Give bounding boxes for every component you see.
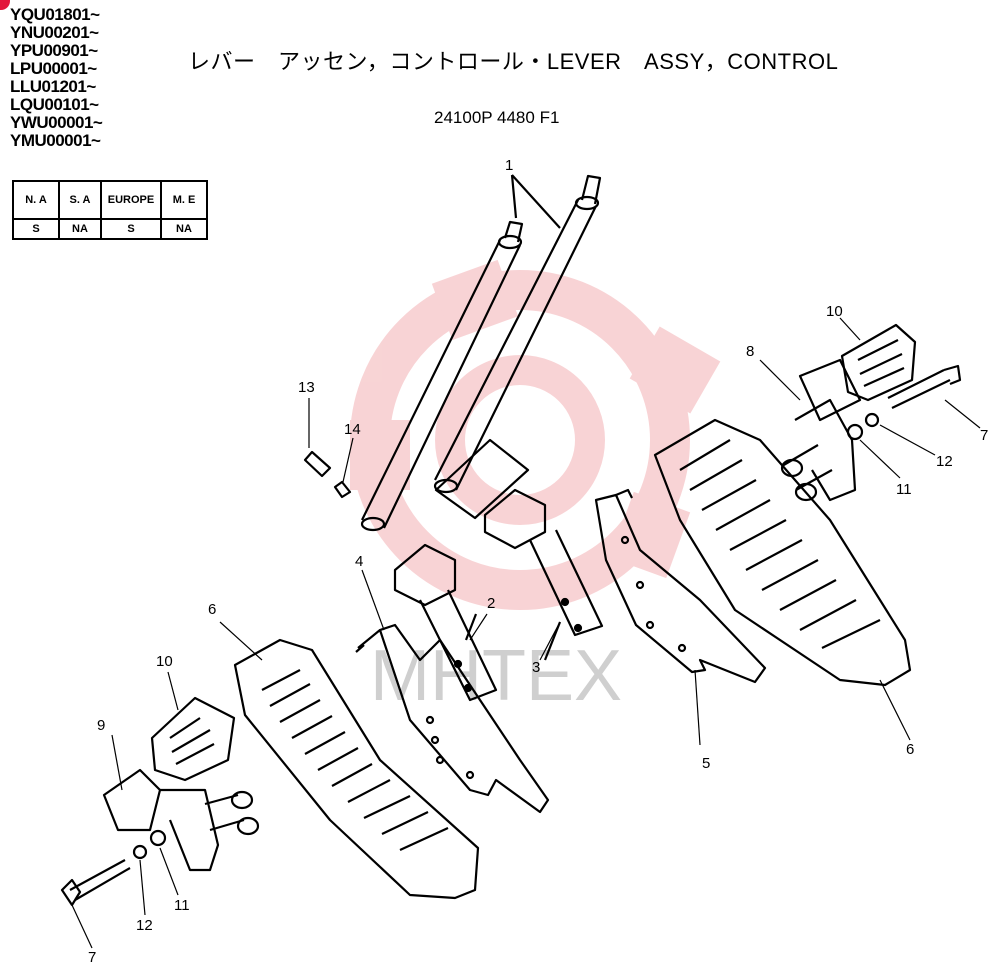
- callout-12-left: 12: [136, 917, 153, 934]
- market-header: M. E: [160, 180, 208, 220]
- watermark-logo: [350, 259, 721, 610]
- pedal-mount-right: [780, 358, 862, 502]
- market-value: S: [100, 218, 162, 240]
- market-applicability-table: N. A S. A EUROPE M. E S NA S NA: [12, 180, 208, 240]
- callout-6-left: 6: [208, 601, 216, 618]
- market-header: S. A: [58, 180, 102, 220]
- serial-number: LLU01201~: [10, 77, 96, 96]
- foot-pedal-left: [233, 638, 480, 900]
- callout-7-left: 7: [88, 949, 96, 966]
- corner-badge: [0, 0, 10, 10]
- market-header: N. A: [12, 180, 60, 220]
- washer-11-left: [149, 829, 167, 847]
- gasket-plate: [434, 438, 530, 520]
- callout-14: 14: [344, 421, 361, 438]
- callout-13: 13: [298, 379, 315, 396]
- washer-12-right: [864, 412, 880, 428]
- callout-8: 8: [746, 343, 754, 360]
- leader-lines: [71, 317, 981, 949]
- pedal-mount-left: [102, 768, 260, 872]
- pedal-bracket-5: [594, 488, 767, 684]
- washer-11-right: [846, 423, 864, 441]
- market-value: S: [12, 218, 60, 240]
- callout-12-right: 12: [936, 453, 953, 470]
- pedal-pad-left: [150, 696, 236, 782]
- callout-6-right: 6: [906, 741, 914, 758]
- serial-number: YPU00901~: [10, 41, 98, 60]
- serial-number: YMU00001~: [10, 131, 101, 150]
- lever-part-3: [483, 488, 604, 661]
- assembly-part-number: 24100P 4480 F1: [434, 108, 560, 127]
- lever-part-2: [393, 543, 498, 702]
- diagram-title: レバー アッセン，コントロール・LEVER ASSY，CONTROL: [188, 49, 839, 74]
- market-header: EUROPE: [100, 180, 162, 220]
- serial-number: YWU00001~: [10, 113, 103, 132]
- washer-12-left: [132, 844, 148, 860]
- market-value: NA: [160, 218, 208, 240]
- callout-10-left: 10: [156, 653, 173, 670]
- callout-7-right: 7: [980, 427, 988, 444]
- callout-10-right: 10: [826, 303, 843, 320]
- bolt-13: [303, 450, 332, 478]
- callout-11-left: 11: [174, 897, 190, 914]
- pedal-pad-right: [840, 323, 917, 402]
- bolt-left: [60, 859, 131, 907]
- callout-1: 1: [505, 157, 513, 174]
- market-value: NA: [58, 218, 102, 240]
- callout-4: 4: [355, 553, 363, 570]
- callout-labels: 1 2 3 4 5 6 6 7 7 8 9 10 10 11 11 12 12 …: [88, 157, 988, 966]
- callout-9: 9: [97, 717, 105, 734]
- serial-number: YQU01801~: [10, 5, 100, 24]
- pedal-bracket-4: [355, 623, 550, 814]
- foot-pedal-right: [653, 418, 912, 687]
- serial-number: LPU00001~: [10, 59, 97, 78]
- callout-2: 2: [487, 595, 495, 612]
- serial-number-list: YQU01801~ YNU00201~ YPU00901~ LPU00001~ …: [10, 5, 103, 150]
- callout-11-right: 11: [896, 481, 912, 498]
- watermark-text: MHTEX: [370, 636, 622, 716]
- callout-5: 5: [702, 755, 710, 772]
- bolt-right: [887, 364, 962, 409]
- callout-3: 3: [532, 659, 540, 676]
- serial-number: LQU00101~: [10, 95, 99, 114]
- nut-14: [333, 480, 352, 499]
- serial-number: YNU00201~: [10, 23, 99, 42]
- control-rod-right: [433, 174, 602, 494]
- control-rod-left: [360, 220, 524, 532]
